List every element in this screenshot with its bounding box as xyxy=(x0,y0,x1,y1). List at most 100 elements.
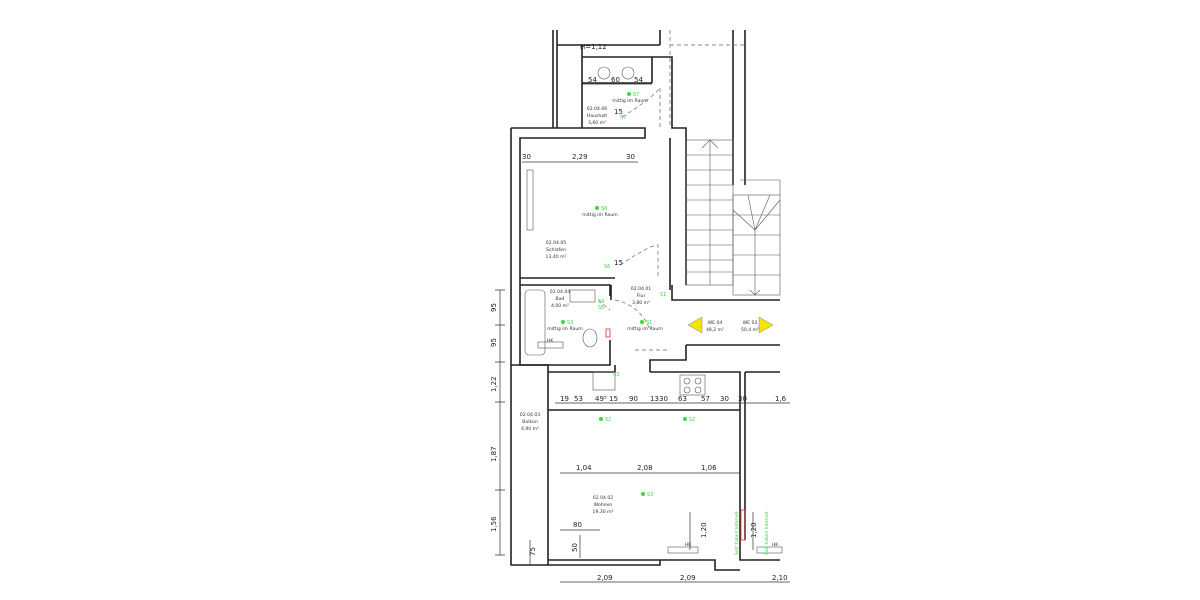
marker-s1: S1 xyxy=(646,320,652,326)
marker-s5: S5 xyxy=(598,305,604,311)
room-name-haushalt: Haushalt xyxy=(587,113,608,119)
dim-door-schlafen: 15 xyxy=(614,259,623,267)
room-id-bad: 02.04.04 xyxy=(550,289,571,295)
marker-s7-door: S7 xyxy=(620,115,626,121)
walls xyxy=(510,30,780,571)
dim-row-10: 30 xyxy=(720,395,729,403)
dim-wohnen-2: 2,08 xyxy=(637,464,653,472)
dimension-labels: 54 60 54 30 2,29 30 15 15 95 95 1,22 1,8… xyxy=(490,76,788,582)
shower-icon xyxy=(592,371,616,391)
room-name-wohnen: Wohnen xyxy=(594,502,613,508)
marker-s3-kitchen: S3 xyxy=(613,372,619,378)
room-area-haushalt: 3,60 m² xyxy=(588,120,606,126)
dim-wohnen-120b: 1,20 xyxy=(750,522,758,538)
room-area-wohnen: 19,30 m² xyxy=(593,509,614,515)
marker-dot-s1 xyxy=(640,320,644,324)
dim-schlafen-1: 30 xyxy=(522,153,531,161)
marker-s3-bad: S3 xyxy=(567,320,573,326)
marker-note-s7: mittig im Raum xyxy=(612,98,648,104)
dim-left-2: 95 xyxy=(490,338,498,347)
room-id-balkon: 02.04.03 xyxy=(520,412,541,418)
marker-dot-s2-right xyxy=(683,417,687,421)
dim-row-9: 57 xyxy=(701,395,710,403)
dim-left-1: 95 xyxy=(490,303,498,312)
dim-schlafen-3: 30 xyxy=(626,153,635,161)
dim-washer-2: 60 xyxy=(611,76,620,84)
dim-bottom-3: 2,10 xyxy=(772,574,788,582)
room-id-schlafen: 02.04.05 xyxy=(546,240,567,246)
dim-bottom-1: 2,09 xyxy=(597,574,613,582)
dim-row-5: 90 xyxy=(629,395,638,403)
dim-schlafen-2: 2,29 xyxy=(572,153,588,161)
unit-arrow-left-icon xyxy=(687,316,703,334)
dim-row-8: 63 xyxy=(678,395,687,403)
unit-arrow-right-icon xyxy=(758,316,774,334)
dim-row-3: 49⁵ xyxy=(595,395,607,403)
hk-label-bad: HK xyxy=(547,338,554,344)
dim-bottom-2: 2,09 xyxy=(680,574,696,582)
door-swing-haushalt xyxy=(621,87,661,128)
toilet-icon xyxy=(582,328,598,348)
unit-name-we04: WE 04 xyxy=(708,320,723,326)
dim-left-5: 1,56 xyxy=(490,516,498,532)
unit-name-we03: WE 03 xyxy=(743,320,758,326)
dim-left-6: 75 xyxy=(529,547,537,556)
unit-area-we03: 50,4 m² xyxy=(741,327,759,333)
socket-icon xyxy=(605,328,611,338)
staircase xyxy=(685,139,781,296)
sat-label-right: Sat/ Kabel/ Internet xyxy=(764,511,770,555)
media-outlet-icon xyxy=(740,509,746,541)
dim-row-12: 1,6 xyxy=(775,395,787,403)
marker-s6: S6 xyxy=(601,206,607,212)
washer-icon xyxy=(597,66,611,80)
bathtub-icon xyxy=(524,289,546,356)
fixtures xyxy=(524,66,783,554)
radiator-wohnen-icon xyxy=(667,546,699,554)
room-name-bad: Bad xyxy=(556,296,565,302)
marker-dot-s3-bad xyxy=(561,320,565,324)
dim-wohnen-1: 1,04 xyxy=(576,464,592,472)
marker-dot-s6 xyxy=(595,206,599,210)
dim-washer-1: 54 xyxy=(588,76,597,84)
radiator-bad-icon xyxy=(537,341,564,349)
sensor-markers: S7 mittig im Raum S7 S6 mittig im Raum S… xyxy=(547,92,695,498)
marker-s6-door: S6 xyxy=(604,264,610,270)
room-area-bad: 4,00 m² xyxy=(551,303,569,309)
marker-note-s1: mittig im Raum xyxy=(627,326,663,332)
marker-s2-left: S2 xyxy=(605,417,611,423)
dim-row-11: 30 xyxy=(738,395,747,403)
radiator-icon xyxy=(526,169,534,231)
stove-icon xyxy=(679,374,706,396)
room-name-balkon: Balkon xyxy=(522,419,538,425)
height-label: H=1,12 xyxy=(580,43,607,51)
dimension-lines xyxy=(495,83,790,583)
room-area-schlafen: 13,40 m² xyxy=(546,254,567,260)
dim-left-3: 1,22 xyxy=(490,376,498,392)
marker-dot-s2-left xyxy=(599,417,603,421)
dryer-icon xyxy=(621,66,635,80)
dim-row-7: 30 xyxy=(659,395,668,403)
marker-s7: S7 xyxy=(633,92,639,98)
room-id-wohnen: 02.04.02 xyxy=(593,495,614,501)
dim-washer-3: 54 xyxy=(634,76,643,84)
hk-label-right: HK xyxy=(772,542,779,548)
dim-row-6: 13 xyxy=(650,395,659,403)
room-name-schlafen: Schlafen xyxy=(546,247,566,253)
marker-note-s3: mittig im Raum xyxy=(547,326,583,332)
dim-wohnen-120a: 1,20 xyxy=(700,522,708,538)
sink-icon xyxy=(569,289,596,303)
marker-s4: S4 xyxy=(598,299,604,305)
dim-row-1: 19 xyxy=(560,395,569,403)
radiator-right-icon xyxy=(756,546,783,554)
marker-dot-s3-wohnen xyxy=(641,492,645,496)
marker-s3-wohnen: S3 xyxy=(647,492,653,498)
door-swing-schlafen xyxy=(619,244,659,278)
marker-s2-right: S2 xyxy=(689,417,695,423)
sat-label-left: Sat/ Kabel/ Internet xyxy=(734,511,740,555)
dim-door-haushalt: 15 xyxy=(614,108,623,116)
dim-row-2: 53 xyxy=(574,395,583,403)
dim-wohnen-3: 1,06 xyxy=(701,464,717,472)
room-area-balkon: 4,90 m² xyxy=(521,426,539,432)
marker-dot-s7 xyxy=(627,92,631,96)
